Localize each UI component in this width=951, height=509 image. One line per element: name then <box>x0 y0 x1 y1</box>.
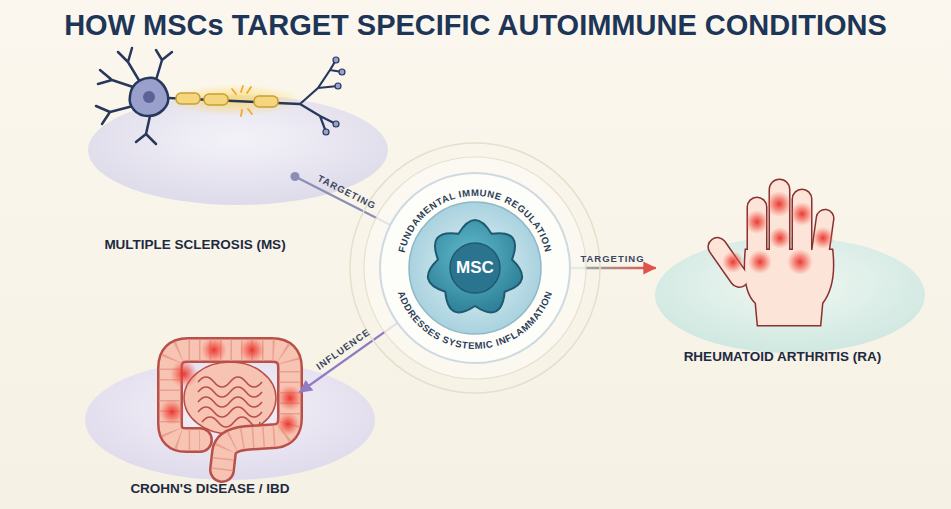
neuron-illustration <box>96 48 345 144</box>
node-label: CROHN'S DISEASE / IBD <box>120 481 300 496</box>
hand-illustration <box>706 180 835 325</box>
halo-ring <box>364 157 586 379</box>
palm <box>745 250 833 325</box>
inflamed-spot <box>277 385 303 411</box>
terminal-knob <box>333 57 339 63</box>
myelin-segment <box>254 96 278 107</box>
hand-fill <box>706 180 835 325</box>
terminal-knob <box>335 83 341 89</box>
node-label: RHEUMATOID ARTHRITIS (RA) <box>655 349 910 364</box>
intestine-illustration <box>159 337 303 470</box>
outer-ring <box>380 173 570 363</box>
terminal-knob <box>339 69 345 75</box>
inflamed-joint <box>766 191 792 217</box>
arc-label: FUNDAMENTAL IMMUNE REGULATION <box>396 187 554 253</box>
inflamed-spot <box>276 412 300 436</box>
damage-spark <box>232 86 252 116</box>
connector-dot <box>291 172 300 181</box>
hand-outline <box>706 180 835 325</box>
halo-ring <box>350 143 600 393</box>
diagram-title: HOW MSCs TARGET SPECIFIC AUTOIMMUNE COND… <box>0 9 951 42</box>
thumb <box>706 235 751 290</box>
myelin-glow <box>165 84 305 116</box>
colon-folds <box>170 350 290 470</box>
colon <box>170 350 290 470</box>
node-label: MULTIPLE SCLEROSIS (MS) <box>95 237 295 252</box>
ra-platform <box>655 237 925 353</box>
joint-inflammation <box>722 191 834 275</box>
colon-outline <box>170 350 290 470</box>
inflamed-joint <box>745 210 769 234</box>
condition-node: RHEUMATOID ARTHRITIS (RA) <box>655 180 910 370</box>
inflamed-spot <box>201 337 227 363</box>
edge-label: INFLUENCE <box>314 326 372 372</box>
inflamed-joint <box>812 227 834 249</box>
condition-node: MULTIPLE SCLEROSIS (MS) <box>95 60 295 260</box>
terminal-knob <box>333 121 339 127</box>
intestine-loops <box>198 377 262 427</box>
connector <box>300 323 398 392</box>
inflamed-spot <box>239 337 265 363</box>
arc-label: ADDRESSES SYSTEMIC INFLAMMATION <box>396 289 554 351</box>
gut-inflammation <box>159 337 303 436</box>
node-label: MSC <box>380 173 570 363</box>
inflamed-joint <box>790 202 814 226</box>
inflamed-spot <box>170 360 198 388</box>
terminal-knobs <box>323 57 345 135</box>
inflamed-joint <box>787 249 813 275</box>
arc-label-text: ADDRESSES SYSTEMIC INFLAMMATION <box>396 289 554 351</box>
axon-terminal <box>300 60 342 132</box>
inflamed-spot <box>159 399 185 425</box>
cell-nucleus <box>143 91 155 103</box>
cell-body <box>130 78 169 116</box>
msc-circle-node: FUNDAMENTAL IMMUNE REGULATION ADDRESSES S… <box>380 173 570 363</box>
inflamed-joint <box>722 251 744 273</box>
myelin-segment <box>176 93 200 104</box>
myelin-segment <box>204 94 228 105</box>
edge-label: TARGETING <box>316 172 378 211</box>
edge-label: TARGETING <box>580 253 644 264</box>
dendrites <box>96 48 172 144</box>
arc-label-text: FUNDAMENTAL IMMUNE REGULATION <box>396 187 554 253</box>
inflamed-joint <box>769 227 791 249</box>
palm <box>745 250 833 325</box>
inflamed-joint <box>748 250 772 274</box>
condition-node: CROHN'S DISEASE / IBD <box>120 300 300 495</box>
terminal-knob <box>323 129 329 135</box>
